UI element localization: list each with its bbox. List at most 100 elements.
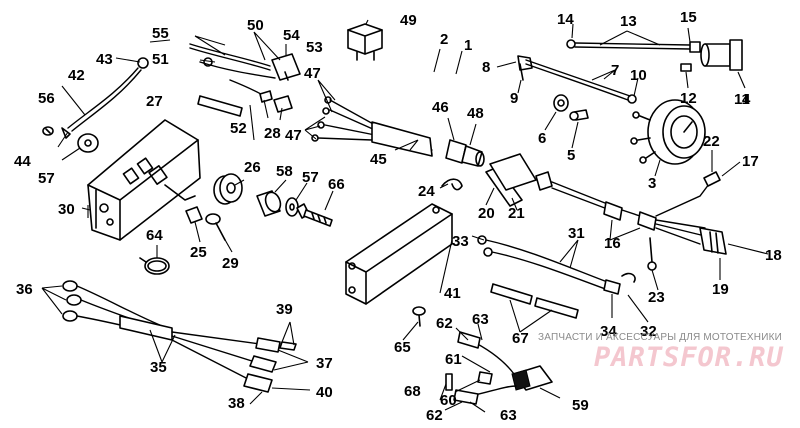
callout-43: 43 <box>96 51 113 68</box>
harness-31 <box>477 235 636 295</box>
ground-lead-42 <box>61 57 149 139</box>
clamp-64 <box>139 257 170 275</box>
callout-33: 33 <box>452 233 469 250</box>
callout-13: 13 <box>620 13 637 30</box>
callout-37: 37 <box>316 355 333 372</box>
callout-1: 1 <box>464 37 472 54</box>
callout-47-lower: 47 <box>285 127 302 144</box>
connector-48 <box>445 139 485 167</box>
callout-3: 3 <box>648 175 656 192</box>
clip-25 <box>185 206 203 224</box>
callout-42: 42 <box>68 67 85 84</box>
callout-62-bottom: 62 <box>426 407 443 424</box>
pin-68 <box>445 373 453 391</box>
terminal-17 <box>703 171 721 187</box>
callout-27: 27 <box>146 93 163 110</box>
callout-21: 21 <box>508 205 525 222</box>
callout-9: 9 <box>510 90 518 107</box>
callout-41: 41 <box>444 285 461 302</box>
callout-56: 56 <box>38 90 55 107</box>
callout-62-top: 62 <box>436 315 453 332</box>
callout-65: 65 <box>394 339 411 356</box>
callout-47: 47 <box>304 65 321 82</box>
callout-16: 16 <box>604 235 621 252</box>
callout-53: 53 <box>306 39 323 56</box>
callout-30: 30 <box>58 201 75 218</box>
module-21 <box>489 153 553 191</box>
mounting-plate-41 <box>345 203 453 305</box>
callout-52: 52 <box>230 120 247 137</box>
callout-22: 22 <box>703 133 720 150</box>
callout-55: 55 <box>152 25 169 42</box>
callout-19: 19 <box>712 281 729 298</box>
callout-48: 48 <box>467 105 484 122</box>
socket-11 <box>700 39 743 71</box>
screw-56 <box>42 126 54 136</box>
callout-2: 2 <box>440 31 448 48</box>
callout-7: 7 <box>611 62 619 79</box>
callout-68: 68 <box>404 383 421 400</box>
callout-46: 46 <box>432 99 449 116</box>
callout-28: 28 <box>264 125 281 142</box>
callout-57-left: 57 <box>38 170 55 187</box>
callout-67: 67 <box>512 330 529 347</box>
cable-13 <box>566 39 701 53</box>
callout-40: 40 <box>316 384 333 401</box>
sleeve-27 <box>197 95 243 117</box>
callout-11: 11 <box>734 91 750 108</box>
pin-12 <box>680 63 692 72</box>
callout-15: 15 <box>680 9 697 26</box>
terminal-52 <box>259 90 273 103</box>
callout-57-right: 57 <box>302 169 319 186</box>
callout-12: 12 <box>680 90 697 107</box>
callout-6: 6 <box>538 130 546 147</box>
callout-31: 31 <box>568 225 585 242</box>
callout-45: 45 <box>370 151 387 168</box>
callout-61: 61 <box>445 351 462 368</box>
watermark-logo: PARTSFOR.RU <box>594 342 784 373</box>
washer-57-right <box>285 197 299 217</box>
clip-24 <box>441 178 463 191</box>
callout-66: 66 <box>328 176 345 193</box>
callout-17: 17 <box>742 153 759 170</box>
electrical-box-30 <box>87 119 201 241</box>
nut-6 <box>553 94 569 112</box>
callout-20: 20 <box>478 205 495 222</box>
lead-harness-35 <box>62 280 297 393</box>
harness-45 <box>311 96 433 157</box>
callout-64: 64 <box>146 227 163 244</box>
callout-39: 39 <box>276 301 293 318</box>
callout-50: 50 <box>247 17 264 34</box>
terminal-28 <box>273 95 293 113</box>
ring-23 <box>647 237 657 271</box>
relay-49 <box>347 23 383 61</box>
callout-59: 59 <box>572 397 589 414</box>
callout-49: 49 <box>400 12 417 29</box>
connector-18 <box>699 227 727 255</box>
callout-26: 26 <box>244 159 261 176</box>
watermark-caption: ЗАПЧАСТИ И АКСЕССУАРЫ ДЛЯ МОТОТЕХНИКИ <box>538 332 783 343</box>
callout-10: 10 <box>630 67 647 84</box>
grommet-57-left <box>77 133 99 153</box>
callout-5: 5 <box>567 147 575 164</box>
gauge-3 <box>630 99 706 165</box>
callout-25: 25 <box>190 244 207 261</box>
callout-14: 14 <box>557 11 574 28</box>
callout-58: 58 <box>276 163 293 180</box>
callout-36: 36 <box>16 281 33 298</box>
callout-60: 60 <box>440 392 457 409</box>
screw-65 <box>412 306 426 327</box>
tubing-67 <box>490 283 579 319</box>
callout-63-top: 63 <box>472 311 489 328</box>
callout-4: 4 <box>742 91 751 108</box>
bulb-5 <box>569 109 589 121</box>
callout-18: 18 <box>765 247 782 264</box>
bolt-66 <box>296 203 333 227</box>
callout-51: 51 <box>152 51 169 68</box>
leader-lines <box>41 19 769 413</box>
callout-labels: 1 2 3 4 5 6 7 8 9 10 11 12 13 14 15 16 1… <box>14 9 782 424</box>
callout-44: 44 <box>14 153 31 170</box>
callout-63-bottom: 63 <box>500 407 517 424</box>
spacer-58 <box>256 190 282 217</box>
callout-29: 29 <box>222 255 239 272</box>
